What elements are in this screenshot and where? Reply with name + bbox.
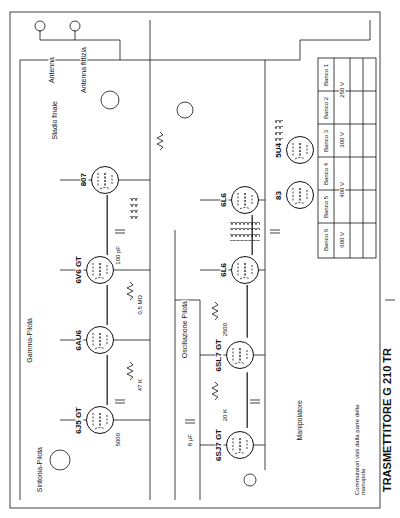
- component-label: 600 V: [339, 231, 345, 249]
- frame: [10, 12, 380, 508]
- title: TRASMETTITORE G 210 TR: [382, 347, 394, 493]
- tube-envelope: [225, 430, 255, 460]
- tube-envelope: [285, 135, 315, 165]
- component-label: Banco 2: [323, 96, 329, 120]
- tube-symbol: 6AU6: [75, 325, 115, 355]
- component-label: 8 μF: [187, 433, 193, 447]
- tube-symbol: 6V6 GT: [75, 255, 115, 285]
- signal-wire: [107, 285, 108, 325]
- component-label: 400 V: [339, 181, 345, 199]
- tube-label: 83: [275, 190, 283, 201]
- antenna-terminal: [70, 21, 80, 31]
- tube-label: 6SJ7 GT: [215, 428, 223, 462]
- capacitor-symbol: [115, 230, 280, 423]
- component-label: Stadio finale: [51, 100, 58, 141]
- tube-symbol: 83: [275, 180, 315, 210]
- component-label: 300 V: [339, 131, 345, 149]
- component-label: Banco 1: [323, 63, 329, 87]
- component-label: 47 K: [137, 378, 143, 392]
- switch-symbol: [101, 91, 119, 109]
- signal-wire: [107, 355, 108, 405]
- tube-envelope: [285, 180, 315, 210]
- tube-envelope: [230, 185, 260, 215]
- tube-envelope: [230, 255, 260, 285]
- tube-envelope: [90, 165, 120, 195]
- resistor-symbol: [127, 132, 218, 400]
- caption: Commutatori visti dalla parte della mano…: [354, 384, 367, 496]
- tube-label: 6V6 GT: [75, 255, 83, 285]
- switch-table: [318, 58, 376, 258]
- signal-wire: [247, 285, 248, 338]
- tube-envelope: [225, 340, 255, 370]
- signal-wire: [252, 215, 253, 255]
- tube-label: 6AU6: [75, 329, 83, 351]
- transformer-winding: [230, 222, 260, 230]
- tube-label: 6L6: [220, 262, 228, 278]
- tube-symbol: 6SJ7 GT: [215, 428, 255, 462]
- tube-symbol: 6J5 GT: [75, 405, 115, 435]
- component-label: 5000: [115, 432, 121, 447]
- component-label: 0,5 MΩ: [137, 294, 143, 316]
- tube-envelope: [85, 405, 115, 435]
- component-label: 250 V: [339, 81, 345, 99]
- signal-wire: [247, 372, 248, 428]
- tube-label: 6J5 GT: [75, 406, 83, 435]
- bus-wire: [20, 20, 300, 500]
- signal-wire: [107, 195, 108, 255]
- tube-symbol: 5U4: [275, 135, 315, 165]
- switch-symbol: [50, 450, 70, 470]
- tube-label: 807: [80, 172, 88, 187]
- tube-label: 6SL7 GT: [215, 338, 223, 372]
- component-label: Banco 3: [323, 129, 329, 153]
- tube-envelope: [85, 325, 115, 355]
- component-label: Antenna fittizia: [80, 46, 87, 94]
- tube-label: 6L6: [220, 192, 228, 208]
- switch-symbol: [177, 102, 193, 118]
- component-label: Banco 5: [323, 195, 329, 219]
- tube-symbol: 6L6: [220, 185, 260, 215]
- mains-wire: [300, 20, 395, 300]
- component-label: Sintonia-Pilota: [36, 446, 43, 493]
- component-label: 100 pF: [115, 245, 121, 266]
- antenna-terminal: [35, 21, 45, 31]
- component-label: Banco 6: [323, 228, 329, 252]
- component-label: 2500: [222, 322, 228, 337]
- component-label: Manipolatore: [296, 399, 303, 441]
- component-label: Oscillazione Pilota: [181, 300, 188, 359]
- component-label: 20 K: [222, 408, 228, 422]
- component-label: Gamma-Pilota: [26, 317, 33, 364]
- tube-envelope: [85, 255, 115, 285]
- jack-symbol: [244, 474, 256, 486]
- transformer-winding: [230, 233, 260, 241]
- component-label: Banco 4: [323, 162, 329, 186]
- tank-coil: [130, 195, 138, 219]
- tube-symbol: 6SL7 GT: [215, 338, 255, 372]
- wire: [60, 180, 265, 445]
- component-label: Antenna: [48, 56, 55, 84]
- tube-label: 5U4: [275, 142, 283, 159]
- tube-symbol: 6L6: [220, 255, 260, 285]
- tube-symbol: 807: [80, 165, 120, 195]
